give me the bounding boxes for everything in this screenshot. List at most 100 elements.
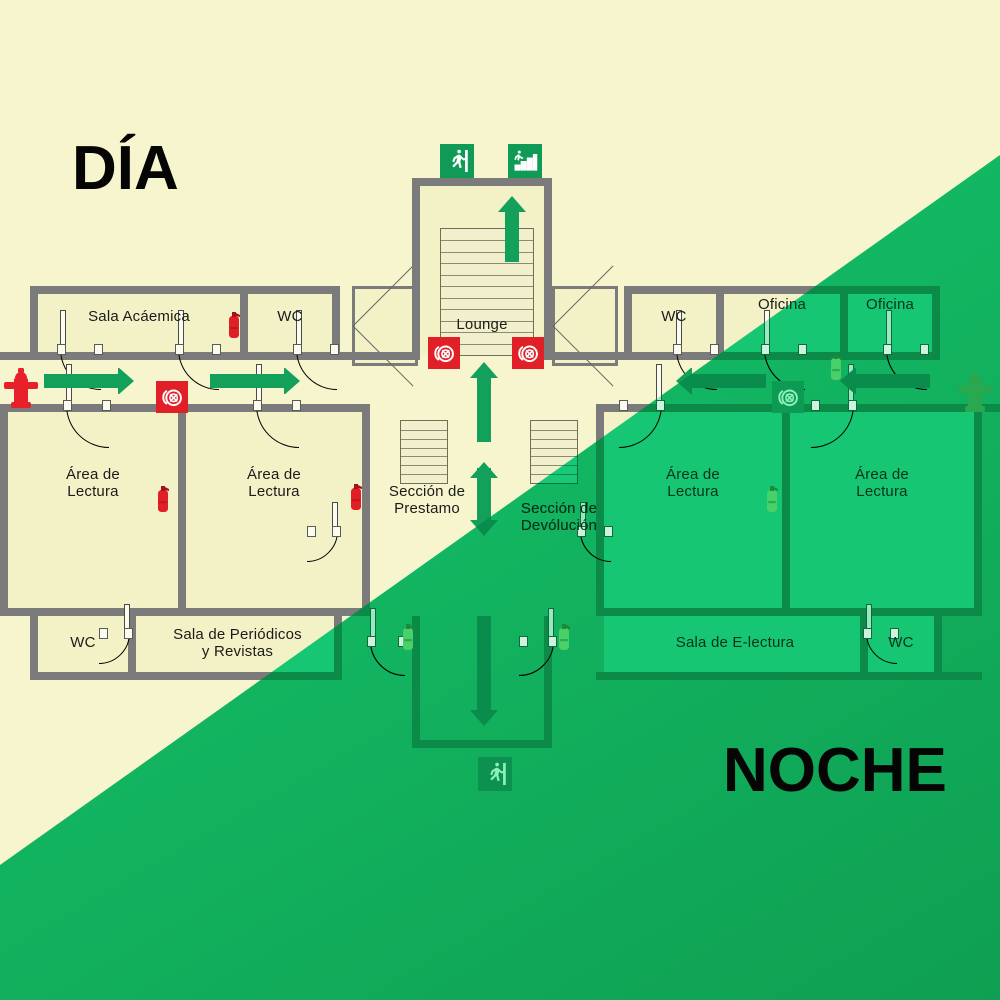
wall-segment (932, 286, 940, 360)
wall-segment (934, 672, 982, 680)
wall-segment (840, 286, 848, 360)
wall-segment (544, 352, 940, 360)
wall-segment (860, 616, 868, 680)
equipment-extinguisher-hall-left (400, 622, 416, 657)
sign-hose-sign-corridor-right (772, 381, 804, 413)
equipment-extinguisher-oficina (828, 352, 844, 387)
door-jamb (710, 344, 719, 355)
door-jamb (619, 400, 628, 411)
room-label-wc-top-left: WC (277, 308, 303, 325)
equipment-extinguisher-hall-right (556, 622, 572, 657)
sign-exit-sign-top-left (440, 144, 474, 178)
wall-segment (334, 616, 342, 680)
door-jamb (99, 628, 108, 639)
equipment-extinguisher-sala-academica (226, 310, 242, 345)
stair-tread (441, 320, 533, 322)
equipment-extinguisher-lectura-1 (155, 484, 171, 519)
stair-tread (401, 474, 447, 476)
wall-segment (412, 616, 420, 748)
stair-tread (531, 465, 577, 467)
wall-segment (178, 404, 186, 616)
sign-exit-sign-bottom (478, 757, 512, 791)
arrow-lounge-up (470, 362, 498, 442)
stair-tread (531, 474, 577, 476)
door-jamb (330, 344, 339, 355)
door-jamb (212, 344, 221, 355)
door-jamb (519, 636, 528, 647)
stairs-2 (400, 420, 448, 484)
room-label-wc-bottom-right: WC (888, 634, 914, 651)
room-label-lounge: Lounge (456, 316, 508, 333)
stair-tread (441, 263, 533, 265)
door-jamb (253, 400, 262, 411)
stair-tread (401, 447, 447, 449)
stair-tread (401, 456, 447, 458)
equipment-extinguisher-lectura-2 (348, 482, 364, 517)
wall-segment (934, 616, 942, 680)
door-jamb (890, 628, 899, 639)
door-jamb (57, 344, 66, 355)
door-jamb (124, 628, 133, 639)
door-jamb (102, 400, 111, 411)
wall-segment (624, 286, 940, 294)
door-jamb (292, 400, 301, 411)
wall-segment (782, 404, 790, 616)
sign-exit-sign-top-right (508, 144, 542, 178)
door-jamb (548, 636, 557, 647)
wall-segment (30, 616, 38, 680)
stair-tread (401, 465, 447, 467)
wall-segment (332, 286, 340, 360)
wall-segment (0, 608, 370, 616)
sign-hose-sign-corridor-left (156, 381, 188, 413)
wall-segment (544, 178, 552, 360)
wall-segment (544, 616, 552, 748)
stair-tread (531, 438, 577, 440)
door-jamb (848, 400, 857, 411)
door-jamb (656, 400, 665, 411)
equipment-hydrant-right (954, 370, 996, 419)
sign-hose-sign-lounge-left (428, 337, 460, 369)
wall-segment (240, 286, 248, 360)
room-label-area-lectura-3: Área de Lectura (666, 466, 720, 500)
door-jamb (63, 400, 72, 411)
stair-tread (441, 343, 533, 345)
stair-tread (531, 456, 577, 458)
stair-tread (441, 309, 533, 311)
mode-label-night: NOCHE (723, 736, 947, 805)
wall-segment (362, 404, 370, 616)
room-wc-top-left (248, 294, 332, 354)
room-label-sala-e-lectura: Sala de E-lectura (675, 634, 795, 651)
room-label-area-lectura-1: Área de Lectura (66, 466, 120, 500)
room-label-seccion-prestamo: Sección de Prestamo (388, 483, 466, 517)
arrow-corridor-left-a (44, 368, 134, 394)
door-jamb (811, 400, 820, 411)
door-jamb (577, 526, 586, 537)
door-jamb (94, 344, 103, 355)
stair-tread (441, 240, 533, 242)
wall-segment (716, 286, 724, 360)
door-jamb (863, 628, 872, 639)
door-jamb (920, 344, 929, 355)
stair-tread (441, 297, 533, 299)
wall-segment (412, 178, 552, 186)
door-jamb (367, 636, 376, 647)
stair-tread (531, 447, 577, 449)
wall-segment (412, 178, 420, 360)
door-jamb (307, 526, 316, 537)
stair-tread (401, 429, 447, 431)
equipment-extinguisher-lectura-3 (764, 484, 780, 519)
wall-segment (412, 740, 552, 748)
room-label-wc-top-right: WC (661, 308, 687, 325)
mode-label-day: DÍA (72, 134, 179, 203)
stair-tread (441, 251, 533, 253)
stair-tread (441, 286, 533, 288)
wall-segment (974, 404, 982, 616)
door-jamb (332, 526, 341, 537)
wall-segment (596, 608, 982, 616)
room-label-wc-bottom-left: WC (70, 634, 96, 651)
wall-segment (30, 286, 340, 294)
arrow-corridor-left-b (210, 368, 300, 394)
equipment-hydrant-left (0, 366, 42, 415)
arrow-exit-down (470, 616, 498, 726)
arrow-corridor-right-a (676, 368, 766, 394)
